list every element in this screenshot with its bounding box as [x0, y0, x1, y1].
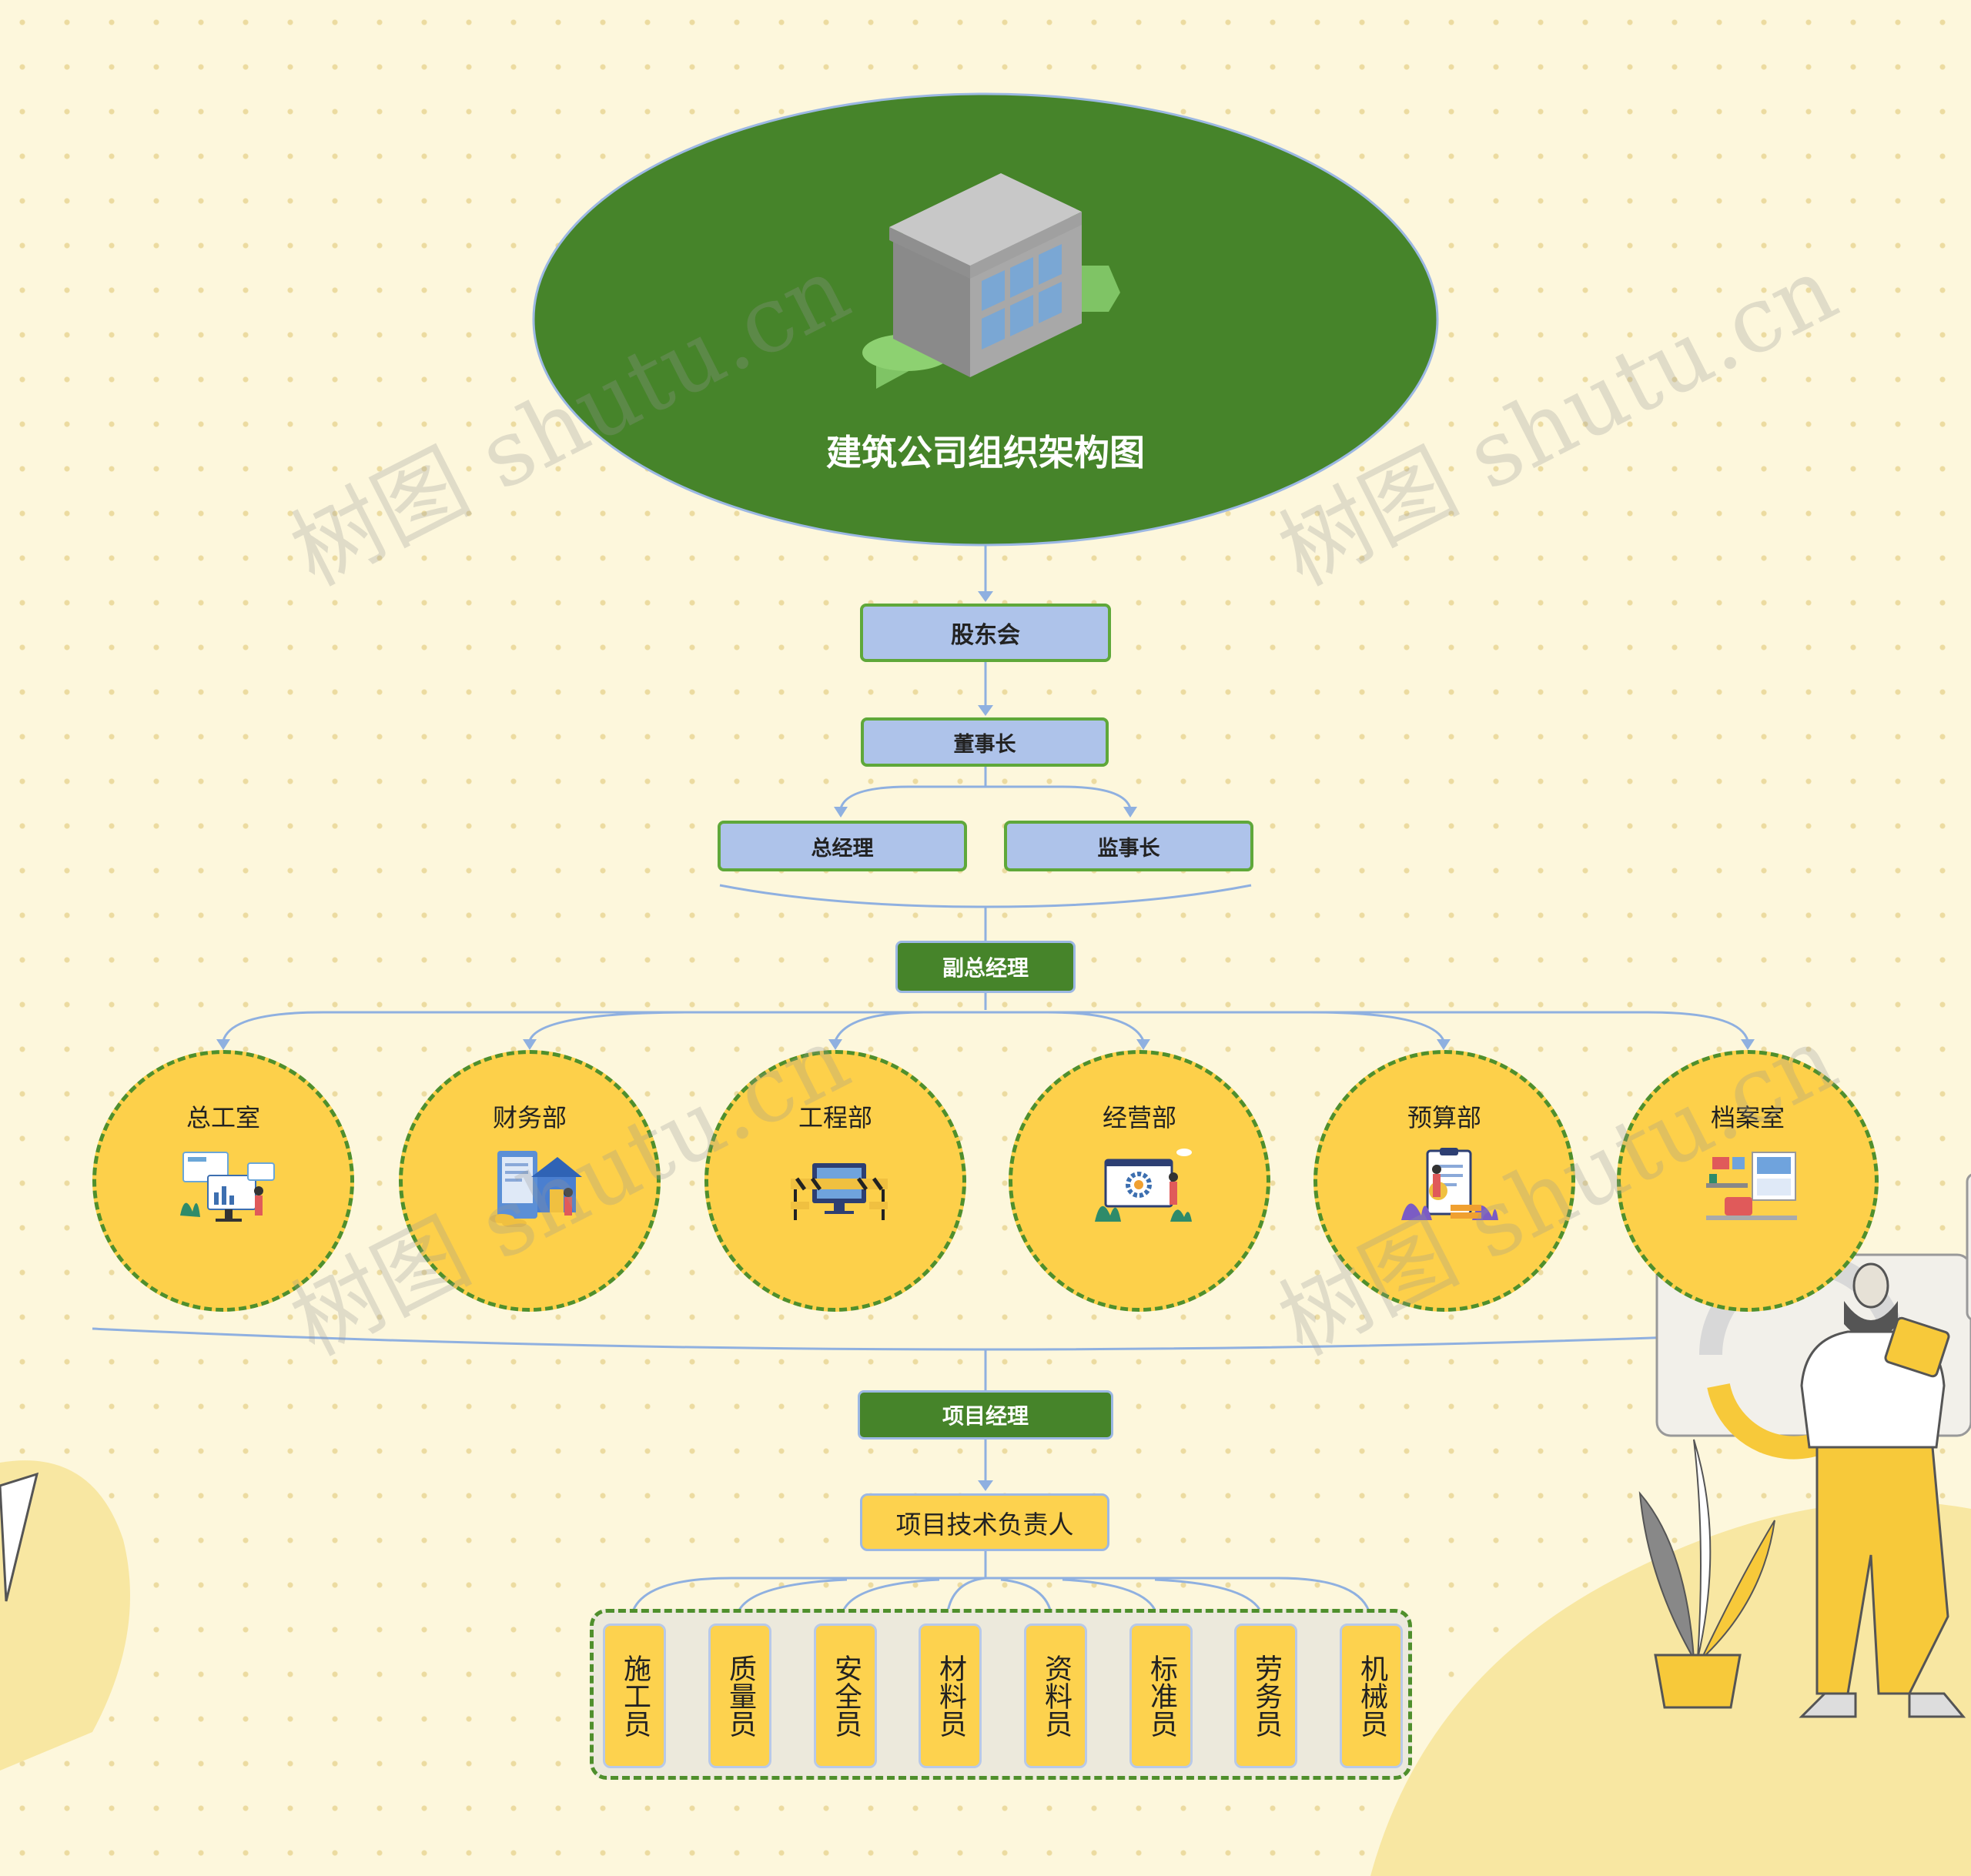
dashboard-chart-icon [180, 1152, 275, 1222]
staff-machinery[interactable]: 机械员 [1340, 1624, 1403, 1768]
paper-plane-icon [0, 1472, 39, 1602]
dept-label: 档案室 [1710, 1103, 1785, 1132]
building-icon [862, 173, 1120, 389]
tech-lead-node[interactable]: 项目技术负责人 [860, 1493, 1109, 1551]
staff-group: 施工员 质量员 安全员 材料员 资料员 标准员 劳务员 机械员 [590, 1609, 1412, 1780]
bg-blob-left [0, 1460, 130, 1771]
dept-label: 财务部 [492, 1103, 567, 1132]
clipboard-coins-icon [1401, 1148, 1498, 1220]
dept-circle-engineering[interactable]: 工程部 [704, 1050, 966, 1312]
general-manager-node[interactable]: 总经理 [718, 821, 967, 871]
supervisor-node[interactable]: 监事长 [1004, 821, 1253, 871]
project-manager-node[interactable]: 项目经理 [858, 1390, 1113, 1440]
staff-documents[interactable]: 资料员 [1024, 1624, 1087, 1768]
staff-safety[interactable]: 安全员 [814, 1624, 877, 1768]
staff-label: 质量员 [724, 1654, 756, 1737]
dept-label: 总工室 [186, 1103, 260, 1132]
staff-labor[interactable]: 劳务员 [1234, 1624, 1297, 1768]
deputy-gm-node[interactable]: 副总经理 [895, 941, 1076, 993]
staff-materials[interactable]: 材料员 [919, 1624, 982, 1768]
staff-label: 标准员 [1146, 1654, 1177, 1737]
dept-circle-operations[interactable]: 经营部 [1009, 1050, 1270, 1312]
dept-circle-budget[interactable]: 预算部 [1313, 1050, 1575, 1312]
chairman-node[interactable]: 董事长 [861, 717, 1109, 767]
dept-label: 预算部 [1407, 1103, 1481, 1132]
gear-monitor-icon [1095, 1149, 1192, 1222]
dept-circle-archive[interactable]: 档案室 [1617, 1050, 1879, 1312]
shareholders-node[interactable]: 股东会 [860, 604, 1111, 662]
staff-label: 机械员 [1356, 1654, 1387, 1737]
staff-label: 材料员 [935, 1654, 966, 1737]
dept-circle-finance[interactable]: 财务部 [399, 1050, 661, 1312]
staff-label: 施工员 [619, 1654, 651, 1737]
construction-barrier-icon [791, 1163, 888, 1220]
dept-circle-chief-engineer[interactable]: 总工室 [92, 1050, 354, 1312]
staff-construction[interactable]: 施工员 [603, 1624, 666, 1768]
staff-standards[interactable]: 标准员 [1129, 1624, 1193, 1768]
staff-label: 资料员 [1040, 1654, 1072, 1737]
diagram-title: 建筑公司组织架构图 [826, 432, 1145, 473]
archive-room-icon [1706, 1152, 1797, 1220]
staff-label: 劳务员 [1250, 1654, 1282, 1737]
staff-quality[interactable]: 质量员 [708, 1624, 771, 1768]
staff-label: 安全员 [830, 1654, 862, 1737]
connectors [92, 545, 1879, 1617]
dept-label: 经营部 [1102, 1103, 1176, 1132]
dept-label: 工程部 [798, 1103, 872, 1132]
finance-house-icon [490, 1151, 582, 1227]
